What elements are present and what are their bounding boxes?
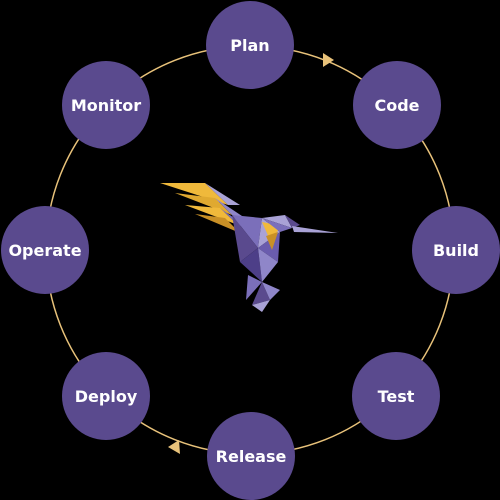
stage-code-label: Code [374,95,420,115]
stage-deploy: Deploy [62,352,150,440]
stage-monitor: Monitor [62,61,150,149]
stage-plan: Plan [206,1,294,89]
stage-build-label: Build [432,240,479,260]
stage-release-label: Release [215,446,287,466]
cycle-arrow-bottom [168,440,180,454]
hummingbird-logo-icon [160,183,338,312]
stage-test-label: Test [377,386,415,406]
stage-deploy-label: Deploy [74,386,138,406]
stage-operate: Operate [1,206,89,294]
stage-operate-label: Operate [8,240,82,260]
stage-plan-label: Plan [230,35,270,55]
stage-build: Build [412,206,500,294]
stage-release: Release [207,412,295,500]
stage-monitor-label: Monitor [70,95,142,115]
stage-code: Code [353,61,441,149]
cycle-arrow-top [323,53,334,67]
stage-test: Test [352,352,440,440]
